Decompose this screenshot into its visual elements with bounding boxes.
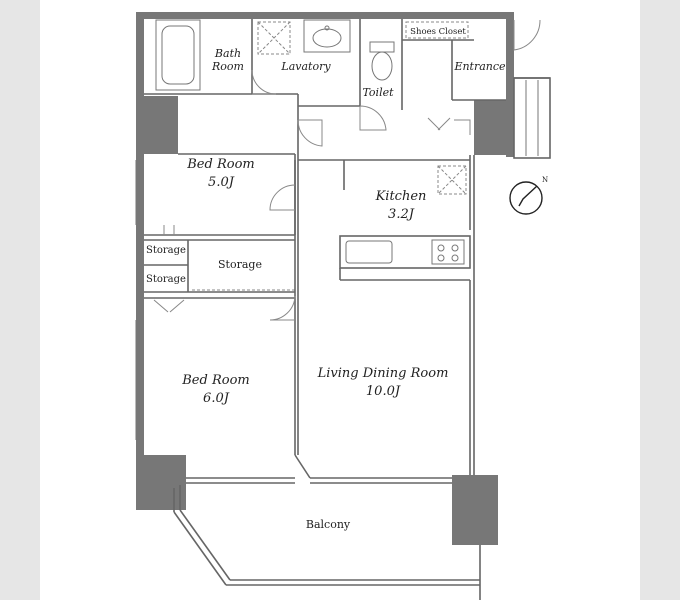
shoes-closet-box xyxy=(405,21,469,39)
bath-room-label-1: Bath xyxy=(214,47,241,60)
bedroom-1-size: 5.0J xyxy=(208,175,235,190)
wall-column xyxy=(136,96,178,154)
storage-label-3: Storage xyxy=(218,258,262,271)
wall-column xyxy=(452,475,498,545)
bathtub-icon xyxy=(155,19,201,91)
floor-plan: N Bath Room Lavatory Toilet Shoes Closet… xyxy=(135,12,551,600)
right-wall-upper xyxy=(506,12,514,157)
kitchen-counter xyxy=(339,235,471,269)
bath-room-label-2: Room xyxy=(211,60,244,73)
bedroom-1-label: Bed Room xyxy=(186,157,254,172)
sink-icon xyxy=(303,19,351,53)
kitchen-size: 3.2J xyxy=(388,207,415,222)
entrance-label: Entrance xyxy=(453,60,506,73)
kitchen-sink-icon xyxy=(345,240,393,264)
living-dining-label: Living Dining Room xyxy=(317,366,449,381)
north-label: N xyxy=(542,176,548,184)
toilet-icon xyxy=(369,41,395,81)
door-swing-icon xyxy=(153,19,541,321)
storage-label-1: Storage xyxy=(146,245,186,256)
wall-column xyxy=(136,455,186,510)
top-wall xyxy=(136,12,514,19)
lavatory-label: Lavatory xyxy=(280,60,331,73)
stove-icon xyxy=(431,239,465,265)
floor-plan-sheet: N Bath Room Lavatory Toilet Shoes Closet… xyxy=(40,0,640,600)
living-dining-size: 10.0J xyxy=(366,384,401,399)
balcony-label: Balcony xyxy=(306,518,351,531)
washer-icon xyxy=(257,21,291,55)
fridge-icon xyxy=(437,165,467,195)
shoes-closet-label: Shoes Closet xyxy=(410,27,466,37)
bedroom-2-size: 6.0J xyxy=(203,391,230,406)
toilet-label: Toilet xyxy=(362,86,394,99)
kitchen-label: Kitchen xyxy=(375,189,427,204)
north-arrow-icon: N xyxy=(509,176,548,215)
storage-label-2: Storage xyxy=(146,274,186,285)
bedroom-2-label: Bed Room xyxy=(181,373,249,388)
